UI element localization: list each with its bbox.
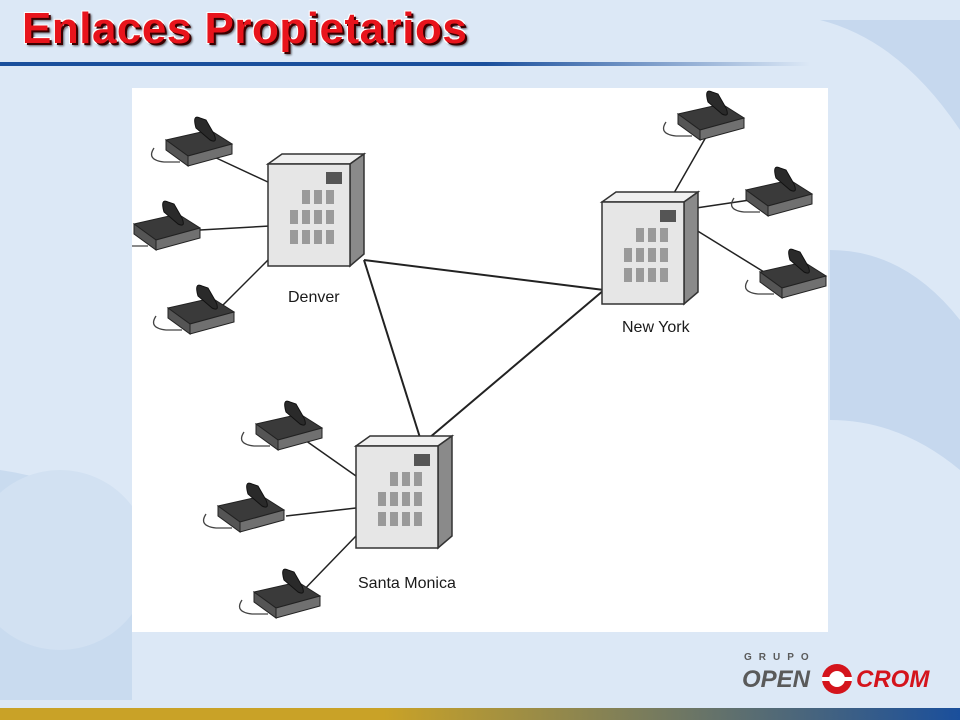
phone-icon xyxy=(152,284,235,335)
logo-grupo-text: GRUPO xyxy=(744,652,816,663)
logo-open-text: OPEN xyxy=(742,666,811,693)
link-denver-newyork xyxy=(363,259,605,291)
network-diagram-svg: Denver New York Santa Monica xyxy=(132,90,827,619)
link-denver-santamonica xyxy=(363,259,423,445)
phone-icon xyxy=(150,116,233,167)
phone-icon xyxy=(662,90,745,141)
server-santa-monica xyxy=(355,435,453,549)
phone-icon xyxy=(202,482,285,533)
label-new-york: New York xyxy=(622,319,691,336)
bg-circle-left xyxy=(0,470,150,650)
title-underline xyxy=(0,62,810,66)
slide-title: Enlaces Propietarios xyxy=(22,4,468,53)
server-new-york xyxy=(601,191,699,305)
phone-links xyxy=(199,129,765,599)
network-diagram: Denver New York Santa Monica xyxy=(132,88,828,632)
company-logo: GRUPO OPEN CROM xyxy=(740,648,940,696)
bg-shape-right xyxy=(830,250,960,470)
link-santamonica-newyork xyxy=(421,289,605,445)
logo-mark-icon xyxy=(822,664,852,694)
bg-shape-top-right xyxy=(820,20,960,130)
phone-icon xyxy=(744,248,827,299)
label-denver: Denver xyxy=(288,289,340,306)
phone-icon xyxy=(730,166,813,217)
logo-crom-text: CROM xyxy=(856,666,930,693)
phone-icon xyxy=(132,200,201,251)
bottom-accent-bar xyxy=(0,708,960,720)
server-denver xyxy=(267,153,365,267)
label-santa-monica: Santa Monica xyxy=(358,575,456,592)
phone-icon xyxy=(238,568,321,619)
network-links xyxy=(363,259,605,445)
